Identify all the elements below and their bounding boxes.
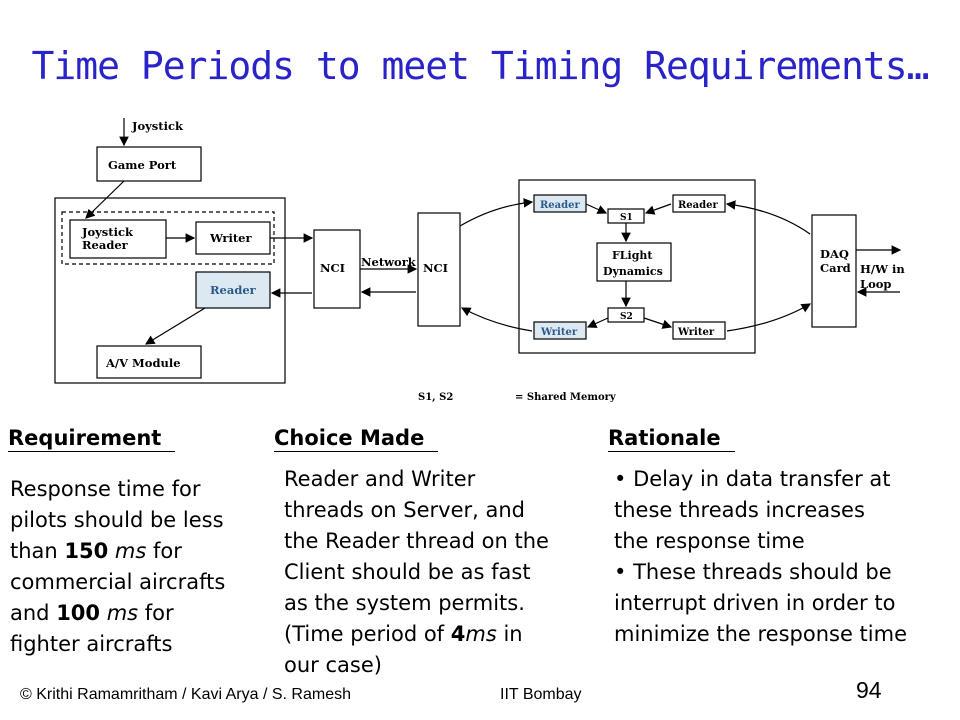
rationale-heading: Rationale [608, 426, 735, 452]
bullet: • [614, 560, 627, 584]
requirement-line: pilots should be less [10, 508, 224, 532]
requirement-heading: Requirement [8, 426, 176, 452]
nci-left-label: NCI [320, 261, 345, 275]
flight-dynamics-box [596, 242, 672, 282]
joystick-reader-label-1: Joystick [81, 225, 134, 239]
av-module-label: A/V Module [105, 356, 181, 370]
shared-memory-value: = Shared Memory [515, 392, 617, 403]
page-number: 94 [856, 677, 882, 703]
rationale-text: • Delay in data transfer at these thread… [614, 464, 907, 650]
reader-left-box [195, 271, 271, 309]
nci-right-box [417, 212, 461, 327]
s2-box [607, 307, 645, 323]
daq-label-1: DAQ [820, 247, 849, 261]
footer-authors: © Krithi Ramamritham / Kavi Arya / S. Ra… [20, 686, 351, 703]
reader-server-label: Reader [540, 200, 581, 211]
value-150: 150 [64, 539, 109, 563]
hw-loop-label-1: H/W in [860, 262, 905, 276]
rationale-line: • These threads should be [614, 557, 907, 588]
s2-label: S2 [620, 312, 633, 322]
shared-memory-key: S1, S2 [418, 392, 453, 403]
bullet: • [614, 467, 627, 491]
value-100: 100 [56, 601, 101, 625]
game-port-label: Game Port [108, 158, 177, 172]
text-run: in [496, 622, 523, 646]
choice-line: our case) [284, 653, 382, 677]
joystick-reader-box [69, 219, 167, 259]
text-run: and [10, 601, 57, 625]
text-run: (Time period of [284, 622, 451, 646]
requirement-line: fighter aircrafts [10, 632, 173, 656]
footer-institution: IIT Bombay [500, 686, 582, 703]
choice-line: as the system permits. [284, 591, 525, 615]
joystick-reader-label-2: Reader [82, 238, 129, 252]
daq-label-2: Card [820, 261, 851, 275]
writer-server-right-label: Writer [677, 327, 715, 338]
rationale-line: interrupt driven in order to [614, 591, 896, 615]
flight-dynamics-label-2: Dynamics [603, 265, 663, 278]
value-4: 4 [450, 622, 466, 646]
writer-server-right-box [672, 321, 726, 340]
choice-line: threads on Server, and [284, 498, 526, 522]
writer-server-box [533, 321, 587, 340]
s1-label: S1 [620, 213, 633, 223]
unit-ms: ms [100, 601, 139, 625]
requirement-line: and 100 ms for [10, 598, 225, 629]
rationale-line: these threads increases [614, 498, 865, 522]
reader-left-label: Reader [210, 283, 257, 297]
unit-ms: ms [465, 622, 497, 646]
av-module-box [96, 345, 202, 379]
requirement-line: Response time for [10, 477, 201, 501]
game-port-box [96, 146, 202, 182]
choice-line: the Reader thread on the [284, 529, 549, 553]
choice-heading: Choice Made [274, 426, 439, 452]
requirement-line: than 150 ms for [10, 536, 225, 567]
network-label: Network [361, 255, 417, 269]
unit-ms: ms [108, 539, 147, 563]
text-run: These threads should be [633, 560, 892, 584]
choice-line: (Time period of 4ms in [284, 619, 549, 650]
hw-loop-label-2: Loop [860, 277, 891, 291]
choice-line: Client should be as fast [284, 560, 531, 584]
choice-line: Reader and Writer [284, 467, 476, 491]
text-run: Delay in data transfer at [633, 467, 891, 491]
joystick-label: Joystick [131, 119, 184, 133]
reader-server-right-box [672, 194, 726, 213]
client-box [54, 197, 286, 384]
choice-text: Reader and Writer threads on Server, and… [284, 464, 549, 681]
requirement-line: commercial aircrafts [10, 570, 226, 594]
reader-server-box [533, 194, 587, 213]
reader-server-right-label: Reader [678, 200, 719, 211]
rationale-line: minimize the response time [614, 622, 907, 646]
server-box [518, 179, 756, 354]
nci-right-label: NCI [423, 261, 448, 275]
rationale-line: • Delay in data transfer at [614, 464, 907, 495]
text-run: for [138, 601, 174, 625]
flight-dynamics-label-1: FLight [612, 249, 653, 262]
text-run: than [10, 539, 65, 563]
writer-server-label: Writer [540, 327, 578, 338]
rationale-line: the response time [614, 529, 805, 553]
text-run: for [146, 539, 182, 563]
requirement-text: Response time for pilots should be less … [10, 474, 225, 660]
daq-box [811, 214, 857, 328]
writer-left-label: Writer [209, 231, 252, 245]
slide-title: Time Periods to meet Timing Requirements… [31, 44, 930, 88]
